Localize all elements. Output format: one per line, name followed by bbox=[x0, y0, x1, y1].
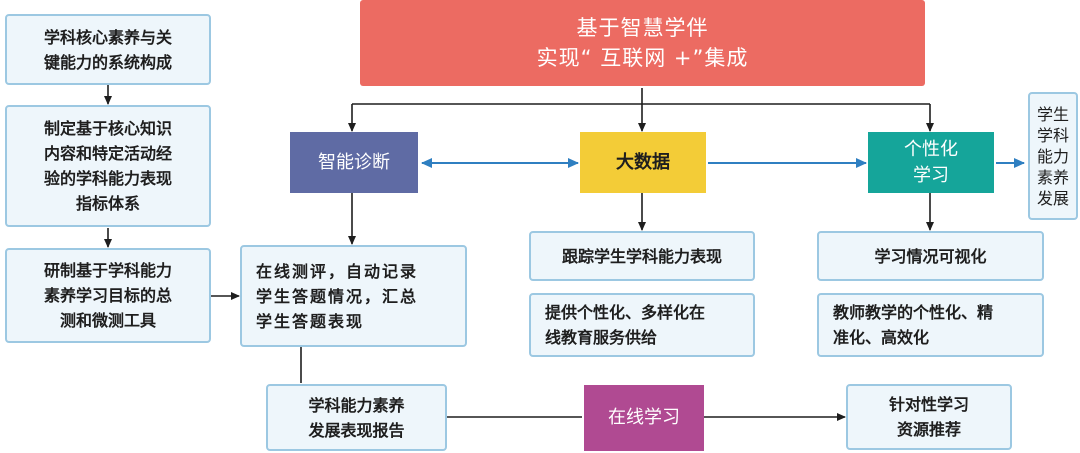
student-development-box: 学生 学科 能力 素养 发展 bbox=[1028, 92, 1078, 220]
core-competency-box: 学科核心素养与关 键能力的系统构成 bbox=[5, 14, 211, 85]
resource-recommendation-box: 针对性学习 资源推荐 bbox=[846, 384, 1012, 450]
visualization-text: 学习情况可视化 bbox=[874, 246, 987, 266]
online-learning-hub: 在线学习 bbox=[584, 385, 704, 451]
visualization-box: 学习情况可视化 bbox=[817, 231, 1044, 281]
track-performance-text: 跟踪学生学科能力表现 bbox=[561, 246, 722, 266]
test-tools-box: 研制基于学科能力 素养学习目标的总 测和微测工具 bbox=[5, 248, 211, 343]
student-development-text: 学生 学科 能力 素养 发展 bbox=[1036, 104, 1069, 208]
indicator-system-box: 制定基于核心知识 内容和特定活动经 验的学科能力表现 指标体系 bbox=[5, 105, 211, 227]
teaching-personalization-box: 教师教学的个性化、精 准化、高效化 bbox=[817, 293, 1044, 357]
smart-diagnosis-hub: 智能诊断 bbox=[290, 132, 418, 193]
title-text: 基于智慧学伴 实现“ 互联网 +”集成 bbox=[536, 16, 749, 70]
smart-diagnosis-label: 智能诊断 bbox=[318, 151, 390, 173]
core-competency-text: 学科核心素养与关 键能力的系统构成 bbox=[43, 27, 172, 72]
indicator-system-text: 制定基于核心知识 内容和特定活动经 验的学科能力表现 指标体系 bbox=[43, 119, 172, 213]
online-assessment-box: 在线测评，自动记录 学生答题情况，汇总 学生答题表现 bbox=[240, 245, 467, 347]
test-tools-text: 研制基于学科能力 素养学习目标的总 测和微测工具 bbox=[43, 261, 172, 330]
title-box: 基于智慧学伴 实现“ 互联网 +”集成 bbox=[360, 0, 925, 86]
online-assessment-text: 在线测评，自动记录 学生答题情况，汇总 学生答题表现 bbox=[256, 261, 419, 331]
ability-report-text: 学科能力素养 发展表现报告 bbox=[308, 395, 405, 440]
personalized-learning-label: 个性化 学习 bbox=[904, 138, 958, 186]
resource-recommendation-text: 针对性学习 资源推荐 bbox=[888, 395, 969, 439]
track-performance-box: 跟踪学生学科能力表现 bbox=[529, 231, 755, 281]
education-services-box: 提供个性化、多样化在 线教育服务供给 bbox=[529, 293, 755, 357]
education-services-text: 提供个性化、多样化在 线教育服务供给 bbox=[545, 303, 706, 347]
ability-report-box: 学科能力素养 发展表现报告 bbox=[266, 384, 447, 451]
big-data-hub: 大数据 bbox=[580, 132, 706, 193]
teaching-personalization-text: 教师教学的个性化、精 准化、高效化 bbox=[833, 303, 994, 347]
personalized-learning-hub: 个性化 学习 bbox=[868, 132, 994, 193]
online-learning-label: 在线学习 bbox=[608, 407, 680, 428]
big-data-label: 大数据 bbox=[616, 151, 670, 173]
